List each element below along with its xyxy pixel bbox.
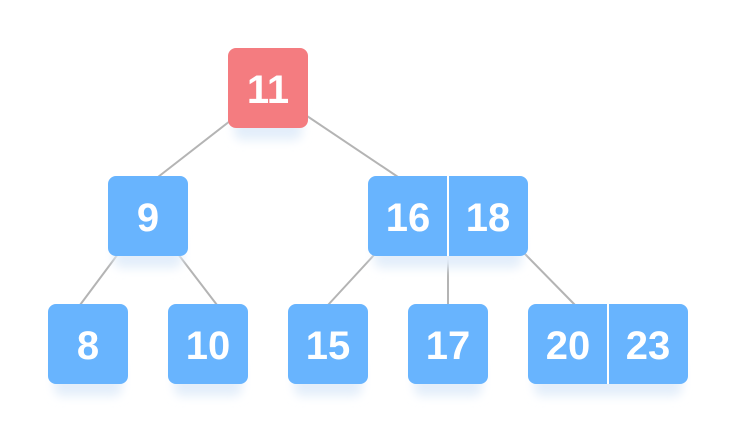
edge-16-18-to-20-23 [524,253,576,306]
nodes: 11 9 16 18 8 10 15 17 [48,48,688,384]
node-root-box [228,48,308,128]
edge-9-to-10 [177,253,218,306]
node-leaf-5-key-1: 20 [546,324,591,368]
node-level1-right: 16 18 [368,176,528,256]
node-leaf-3-box [288,304,368,384]
node-level1-right-key-2: 18 [466,196,511,240]
node-leaf-2-key: 10 [186,324,231,368]
node-leaf-5: 20 23 [528,304,688,384]
node-root: 11 [228,48,308,128]
edge-9-to-8 [79,253,119,306]
node-leaf-3: 15 [288,304,368,384]
node-leaf-1-key: 8 [77,324,99,368]
edge-11-to-9 [157,120,231,178]
edge-11-to-16-18 [306,115,399,178]
node-level1-left-key: 9 [137,196,159,240]
node-leaf-4-box [408,304,488,384]
edge-16-18-to-15 [327,253,376,306]
node-level1-right-key-1: 16 [386,196,431,240]
node-leaf-2-box [168,304,248,384]
node-level1-left: 9 [108,176,188,256]
node-root-key: 11 [247,68,289,112]
node-leaf-4: 17 [408,304,488,384]
node-level1-left-box [108,176,188,256]
node-leaf-4-key: 17 [426,324,471,368]
node-leaf-2: 10 [168,304,248,384]
node-leaf-1: 8 [48,304,128,384]
node-leaf-5-key-2: 23 [626,324,671,368]
node-leaf-1-box [48,304,128,384]
node-leaf-3-key: 15 [306,324,351,368]
